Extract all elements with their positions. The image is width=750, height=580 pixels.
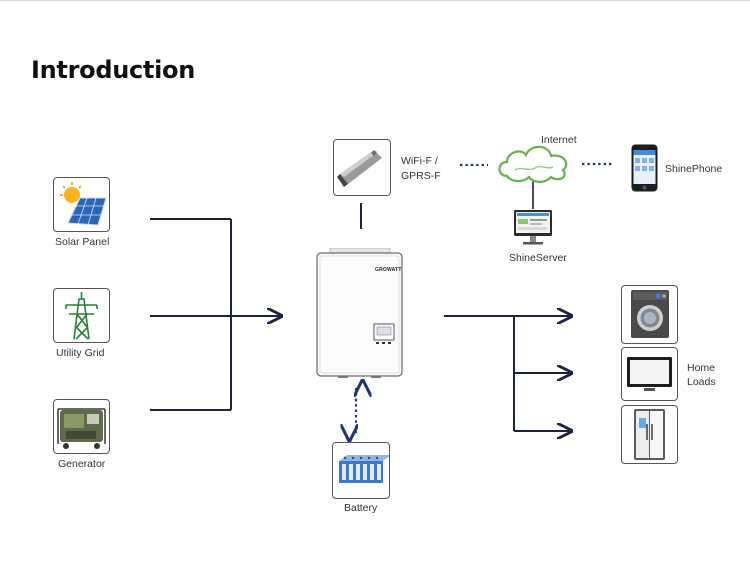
utility-grid-label: Utility Grid <box>56 347 105 359</box>
washing-machine-icon <box>631 290 669 338</box>
generator-box <box>53 399 110 454</box>
cloud-icon <box>498 145 568 183</box>
top-divider <box>0 0 750 1</box>
internet-cloud <box>495 140 573 185</box>
generator-label: Generator <box>58 458 106 470</box>
generator-icon <box>57 408 106 449</box>
battery-label: Battery <box>344 502 378 514</box>
home-loads-label-line2: Loads <box>687 376 716 388</box>
home-loads-label-line1: Home <box>687 362 716 374</box>
television-icon <box>627 357 672 391</box>
internet-label: Internet <box>541 134 577 146</box>
battery-box <box>332 442 390 499</box>
transmission-tower-icon <box>65 292 98 340</box>
solar-panel-label: Solar Panel <box>55 236 110 248</box>
wifi-stick-icon <box>337 150 382 187</box>
washing-machine-box <box>621 285 678 344</box>
page-title: Introduction <box>31 56 195 84</box>
monitor-icon <box>514 210 552 245</box>
refrigerator-icon <box>634 409 665 460</box>
wifi-label-line2: GPRS-F <box>401 170 441 182</box>
shineserver-label: ShineServer <box>509 252 567 264</box>
shineserver-monitor <box>513 209 553 247</box>
inverter-icon <box>316 247 403 378</box>
inverter-brand: GROWATT <box>375 267 402 273</box>
shinephone-label: ShinePhone <box>665 163 723 175</box>
refrigerator-box <box>621 405 678 464</box>
smartphone-icon <box>631 144 658 192</box>
wifi-stick-box <box>333 139 391 196</box>
solar-panel-icon <box>60 182 107 226</box>
inverter: GROWATT <box>316 247 403 378</box>
utility-grid-box <box>53 288 110 343</box>
television-box <box>621 347 678 401</box>
battery-icon <box>339 455 389 483</box>
solar-panel-box <box>53 177 110 232</box>
shinephone-device <box>631 144 658 192</box>
wifi-label-line1: WiFi-F / <box>401 155 438 167</box>
